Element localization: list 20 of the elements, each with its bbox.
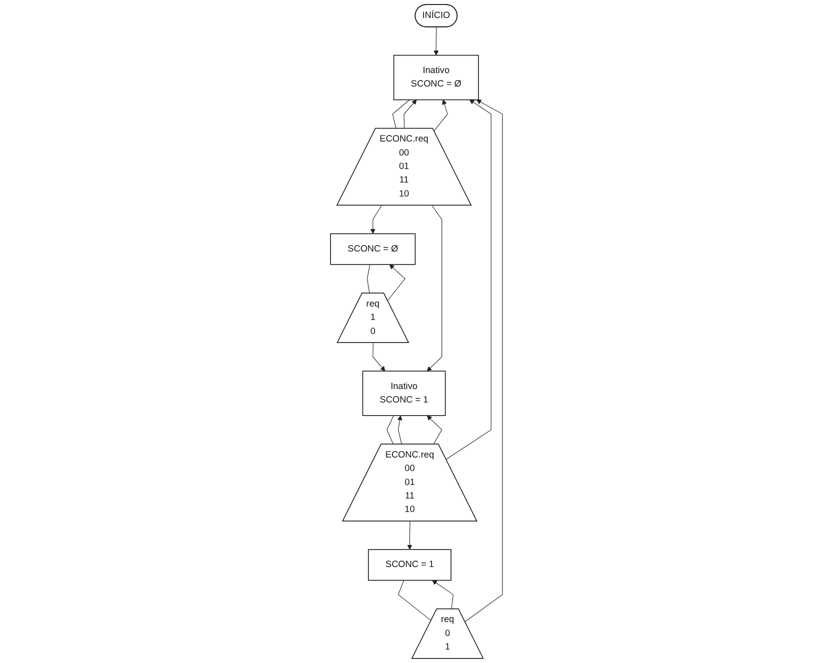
- node-box: SCONC = 1: [368, 549, 452, 581]
- arrow: [464, 100, 503, 622]
- arrow: [426, 415, 442, 445]
- arrow: [404, 100, 417, 129]
- arrow: [426, 205, 442, 372]
- arrow: [434, 100, 448, 132]
- arrow: [432, 580, 454, 610]
- arrow: [397, 415, 402, 445]
- arrow: [446, 100, 492, 460]
- node-box: Inativo SCONC = Ø: [393, 54, 479, 100]
- arrow: [387, 264, 406, 301]
- connector: [366, 264, 370, 294]
- arrow: [370, 205, 382, 234]
- arrow: [372, 342, 386, 372]
- node-box: SCONC = Ø: [330, 233, 416, 265]
- connector: [398, 580, 432, 621]
- connector: [386, 415, 394, 445]
- node-box: Inativo SCONC = 1: [362, 370, 446, 416]
- arrow: [407, 521, 412, 550]
- arrow: [434, 26, 439, 56]
